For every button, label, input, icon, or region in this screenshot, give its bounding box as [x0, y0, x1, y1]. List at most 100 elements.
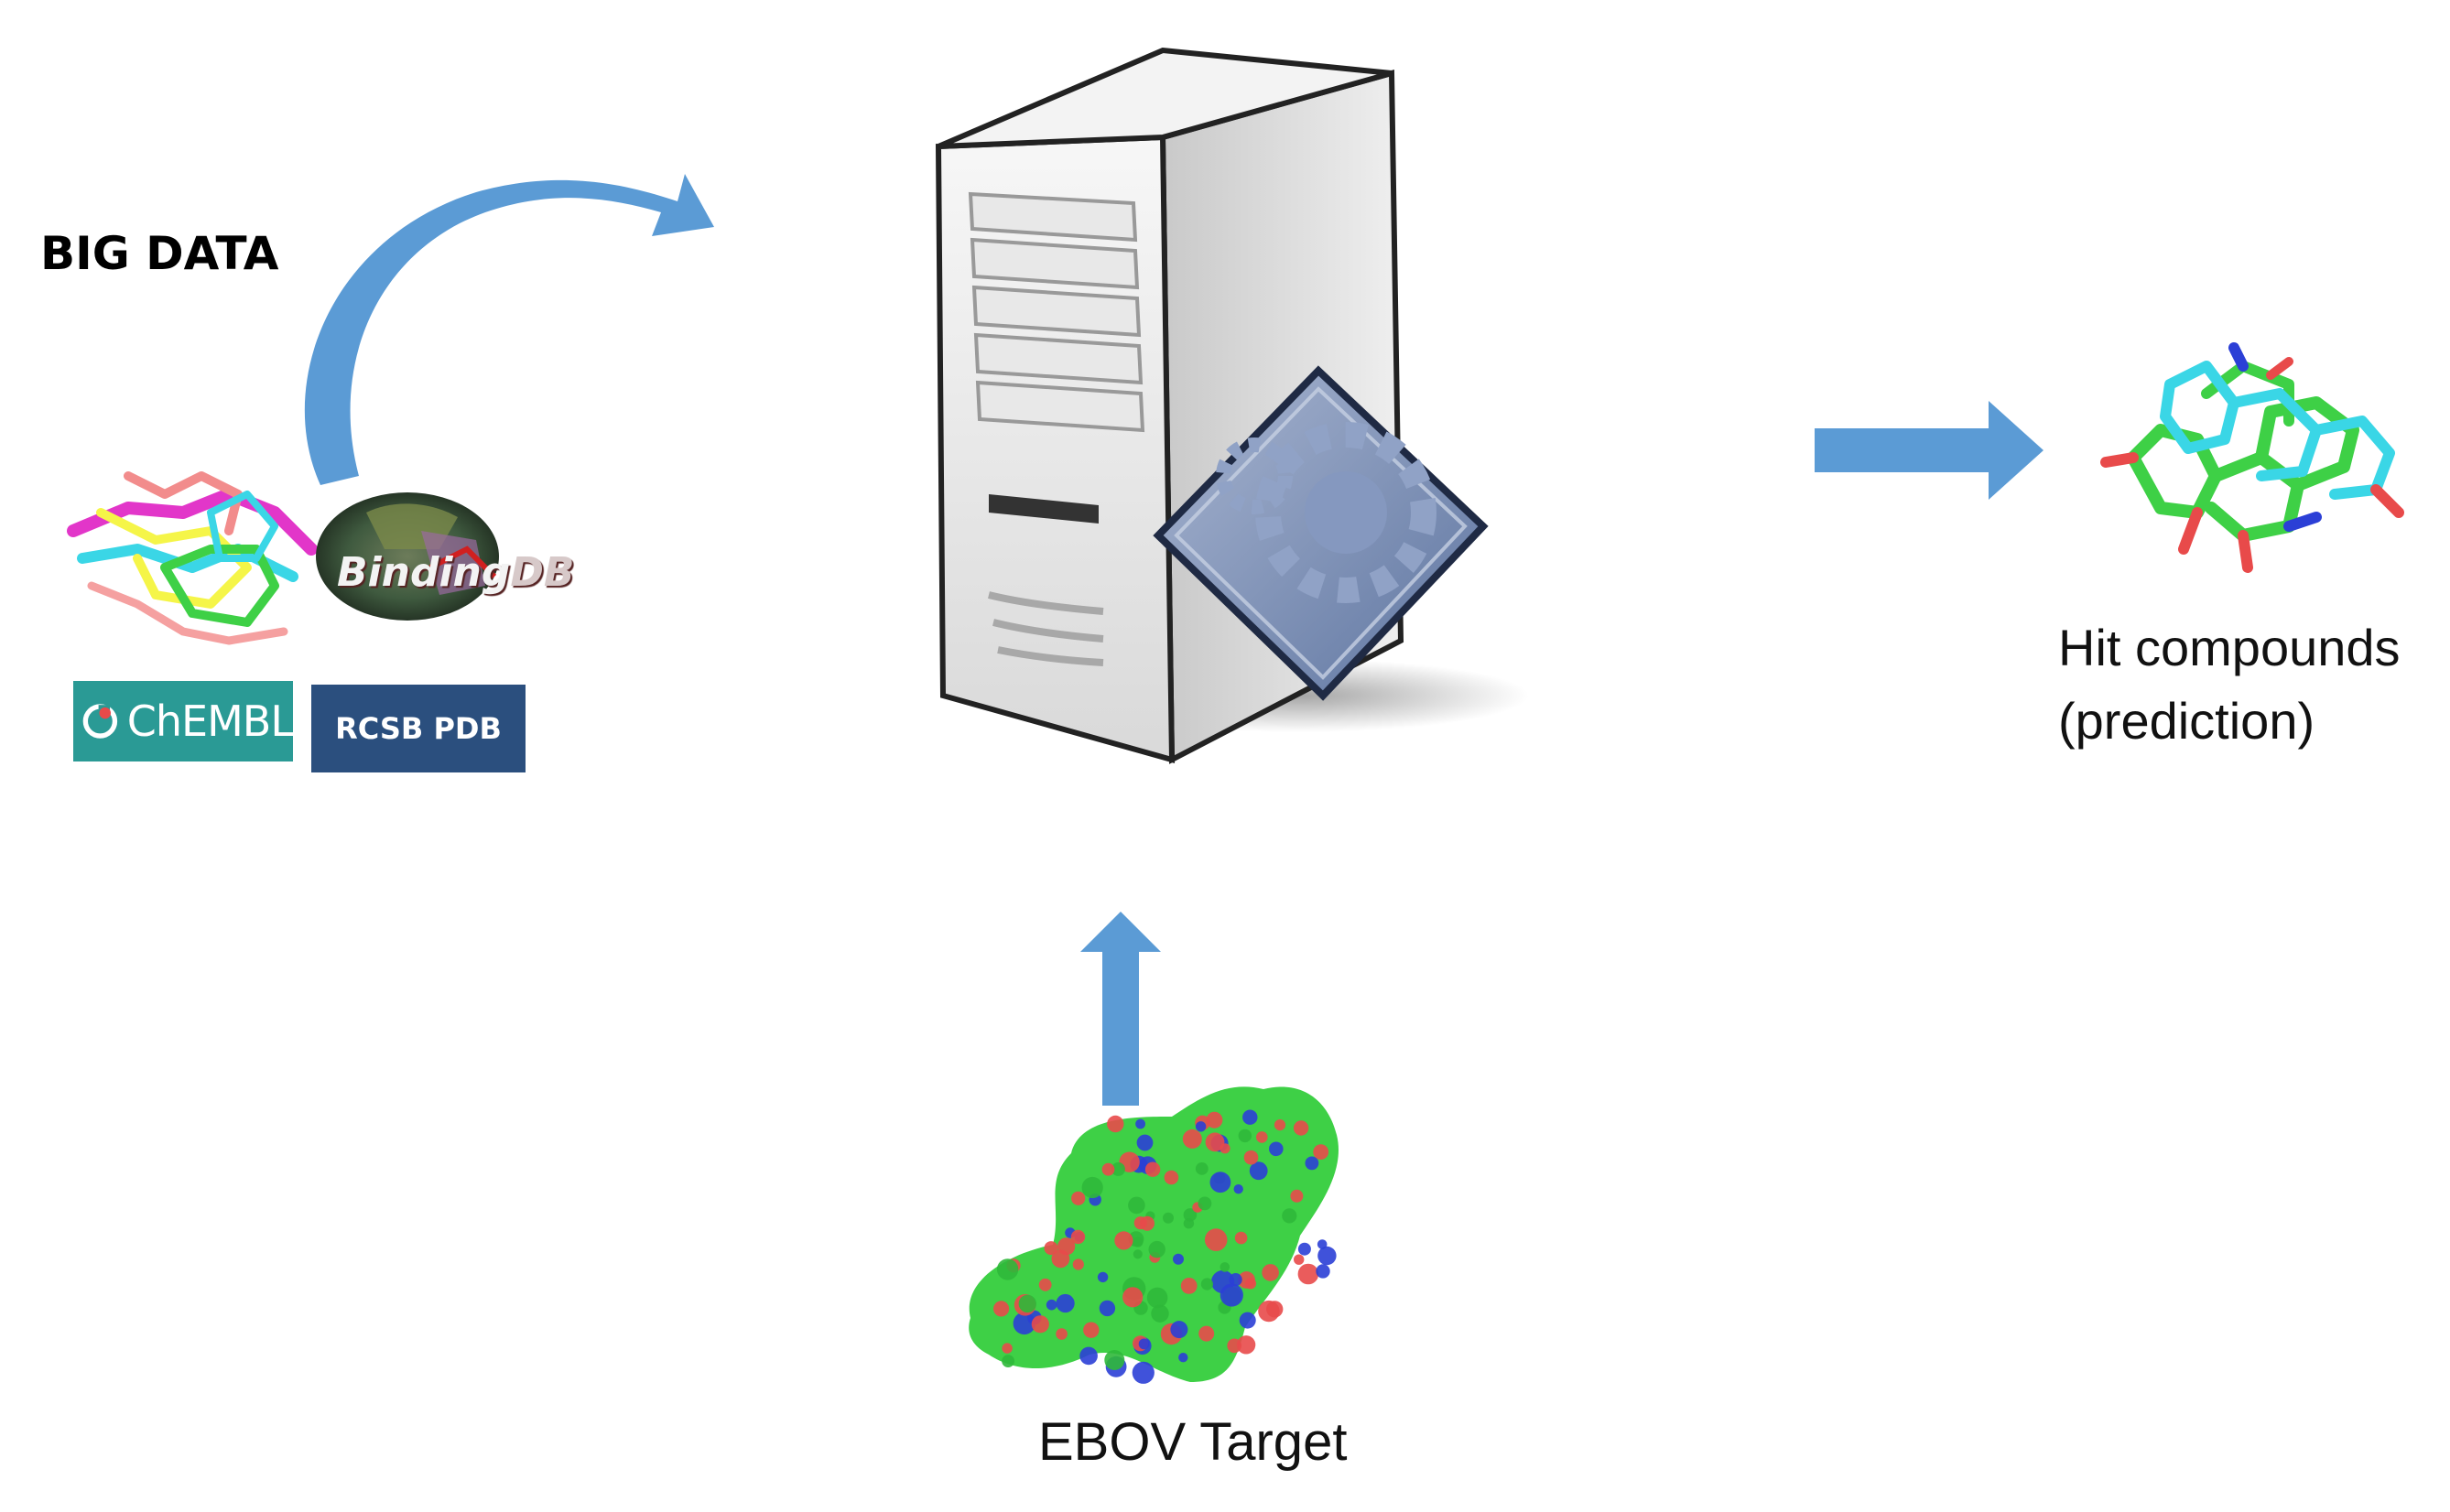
hit-compounds-line1: Hit compounds — [2058, 619, 2401, 676]
protein-atom — [1104, 1350, 1125, 1370]
protein-atom — [1290, 1189, 1304, 1203]
bindingdb-suffix: DB — [510, 549, 575, 596]
bindingdb-logo-text: BindingDB — [337, 549, 574, 596]
protein-atom — [1249, 1161, 1268, 1181]
protein-atom — [1046, 1299, 1057, 1311]
protein-atom — [996, 1258, 1019, 1280]
protein-atom — [1133, 1249, 1143, 1259]
protein-atom — [1002, 1355, 1014, 1367]
protein-atom — [1206, 1111, 1223, 1129]
protein-atom — [1071, 1191, 1086, 1205]
protein-atom — [1200, 1278, 1213, 1291]
protein-atom — [1083, 1322, 1100, 1338]
hit-compounds-label: Hit compounds (prediction) — [2058, 611, 2401, 758]
protein-atom — [1002, 1343, 1013, 1354]
protein-atom — [1101, 1162, 1115, 1176]
data-flow-arrow — [304, 174, 714, 485]
protein-atom — [1242, 1109, 1258, 1125]
protein-atom — [1294, 1254, 1305, 1265]
protein-atom — [1239, 1312, 1256, 1329]
chembl-mark-icon — [82, 704, 118, 739]
gear-icon — [1153, 365, 1489, 701]
protein-atom — [1183, 1208, 1198, 1222]
protein-atom — [1236, 1335, 1256, 1355]
protein-atom — [1220, 1262, 1230, 1272]
protein-atom — [1056, 1328, 1068, 1340]
protein-atom — [1072, 1258, 1084, 1270]
protein-atom — [1018, 1294, 1037, 1313]
ligand-overlay-icon — [67, 471, 318, 645]
protein-atom — [1282, 1208, 1297, 1224]
protein-atom — [1229, 1273, 1242, 1287]
bindingdb-logo — [316, 492, 499, 621]
chembl-label: ChEMBL — [126, 697, 294, 746]
protein-atom — [1220, 1283, 1243, 1307]
protein-atom — [1151, 1304, 1169, 1323]
protein-atom — [1135, 1118, 1145, 1129]
protein-atom — [1140, 1215, 1155, 1231]
protein-atom — [1170, 1321, 1188, 1339]
protein-atom — [1313, 1144, 1329, 1160]
protein-atom — [1164, 1170, 1179, 1185]
protein-atom — [1079, 1346, 1098, 1366]
protein-surface-icon — [969, 1086, 1339, 1384]
protein-atom — [1146, 1287, 1168, 1309]
protein-atom — [1256, 1131, 1268, 1143]
protein-atom — [1262, 1264, 1279, 1281]
protein-atom — [1097, 1271, 1109, 1283]
protein-atom — [1044, 1241, 1058, 1256]
protein-atom — [1238, 1129, 1252, 1143]
protein-atom — [1031, 1315, 1049, 1334]
protein-atom — [1317, 1239, 1328, 1249]
server-icon — [935, 47, 1529, 764]
protein-atom — [1243, 1150, 1259, 1165]
protein-atom — [1180, 1278, 1198, 1294]
protein-atom — [1056, 1293, 1075, 1313]
protein-atom — [1204, 1228, 1228, 1251]
protein-atom — [1081, 1176, 1103, 1199]
protein-atom — [1233, 1184, 1243, 1194]
protein-atom — [1227, 1338, 1241, 1354]
output-arrow — [1815, 401, 2043, 500]
protein-atom — [1128, 1196, 1145, 1215]
protein-atom — [1051, 1249, 1070, 1269]
protein-atom — [1205, 1132, 1225, 1152]
protein-atom — [1122, 1287, 1144, 1308]
protein-atom — [1038, 1278, 1052, 1291]
protein-atom — [1070, 1229, 1086, 1245]
protein-atom — [1144, 1161, 1161, 1177]
protein-atom — [1138, 1338, 1150, 1350]
protein-atom — [1148, 1240, 1165, 1258]
protein-atom — [1111, 1161, 1125, 1176]
protein-atom — [1198, 1325, 1215, 1342]
molecule-icon — [2100, 342, 2404, 573]
ebov-target-label: EBOV Target — [1038, 1412, 1348, 1472]
protein-atom — [1195, 1162, 1209, 1175]
protein-atom — [1107, 1115, 1124, 1133]
protein-atom — [1238, 1271, 1255, 1289]
hit-compounds-line2: (prediction) — [2058, 692, 2315, 750]
chembl-logo: ChEMBL — [73, 681, 294, 761]
protein-atom — [1163, 1212, 1174, 1224]
protein-atom — [1316, 1264, 1330, 1279]
protein-atom — [1114, 1231, 1133, 1250]
protein-atom — [1317, 1246, 1337, 1266]
protein-atom — [1234, 1231, 1248, 1245]
protein-atom — [1178, 1353, 1188, 1363]
protein-atom — [1297, 1263, 1319, 1285]
protein-atom — [1269, 1141, 1284, 1157]
protein-atom — [1013, 1312, 1036, 1335]
protein-atom — [1136, 1134, 1154, 1151]
protein-atom — [1274, 1119, 1286, 1131]
protein-atom — [1209, 1172, 1231, 1193]
rcsb-pdb-logo: RCSB PDB — [311, 685, 526, 772]
protein-atom — [1099, 1300, 1116, 1317]
input-arrow — [1080, 912, 1161, 1106]
protein-atom — [1198, 1196, 1212, 1211]
protein-atom — [1293, 1120, 1309, 1136]
protein-atom — [1183, 1218, 1195, 1229]
protein-atom — [1297, 1242, 1311, 1256]
big-data-title: BIG DATA — [40, 227, 279, 280]
protein-atom — [1182, 1129, 1202, 1149]
